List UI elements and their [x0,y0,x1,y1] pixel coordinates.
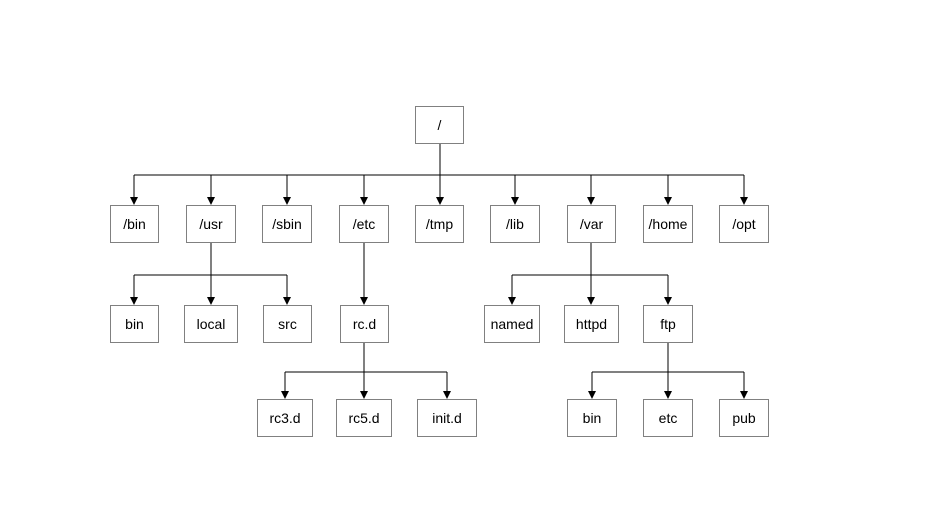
node-tmp: /tmp [415,205,464,243]
node-bin: /bin [110,205,159,243]
node-var: /var [567,205,616,243]
node-rc3d: rc3.d [257,399,313,437]
node-usr-bin: bin [110,305,159,343]
node-home: /home [643,205,693,243]
edges-root-to-level2 [130,144,748,205]
node-lib: /lib [490,205,540,243]
node-etc: /etc [339,205,389,243]
node-rc5d: rc5.d [336,399,392,437]
node-named: named [484,305,540,343]
edges-rcd-to-children [281,343,451,399]
node-opt: /opt [719,205,769,243]
node-ftp-bin: bin [567,399,617,437]
edges-usr-to-children [130,243,291,305]
node-ftp-etc: etc [643,399,693,437]
node-usr-src: src [263,305,312,343]
node-usr-local: local [184,305,238,343]
node-rcd: rc.d [340,305,389,343]
edges-ftp-to-children [588,343,748,399]
edges-var-to-children [508,243,672,305]
node-ftp: ftp [643,305,693,343]
node-usr: /usr [186,205,236,243]
node-httpd: httpd [564,305,619,343]
node-initd: init.d [417,399,477,437]
node-root: / [415,106,464,144]
node-sbin: /sbin [262,205,312,243]
node-pub: pub [719,399,769,437]
